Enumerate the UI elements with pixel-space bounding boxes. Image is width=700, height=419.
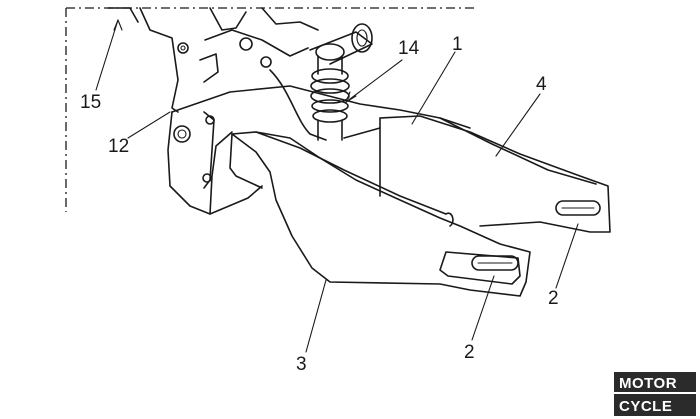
callout-2-upper: 2 [548, 288, 559, 309]
callout-labels: 15 12 14 1 4 2 2 3 [80, 34, 559, 375]
shock-absorber [269, 23, 373, 141]
callout-14: 14 [398, 38, 420, 59]
frame-centerlines [65, 7, 475, 212]
watermark-line1: MOTOR [619, 375, 677, 392]
watermark-line2: CYCLE [619, 398, 672, 415]
watermark-logo: MOTOR CYCLE [614, 372, 696, 416]
callout-15: 15 [80, 92, 101, 113]
callout-4: 4 [536, 74, 547, 95]
callout-12: 12 [108, 136, 129, 157]
upper-swingarm [343, 115, 611, 233]
leader-lines [95, 19, 579, 353]
chassis-bracket [167, 85, 471, 215]
callout-2-lower: 2 [464, 342, 475, 363]
callout-3: 3 [296, 354, 307, 375]
lower-swingarm [229, 131, 531, 297]
upper-frame [107, 7, 319, 113]
callout-1: 1 [452, 34, 463, 55]
